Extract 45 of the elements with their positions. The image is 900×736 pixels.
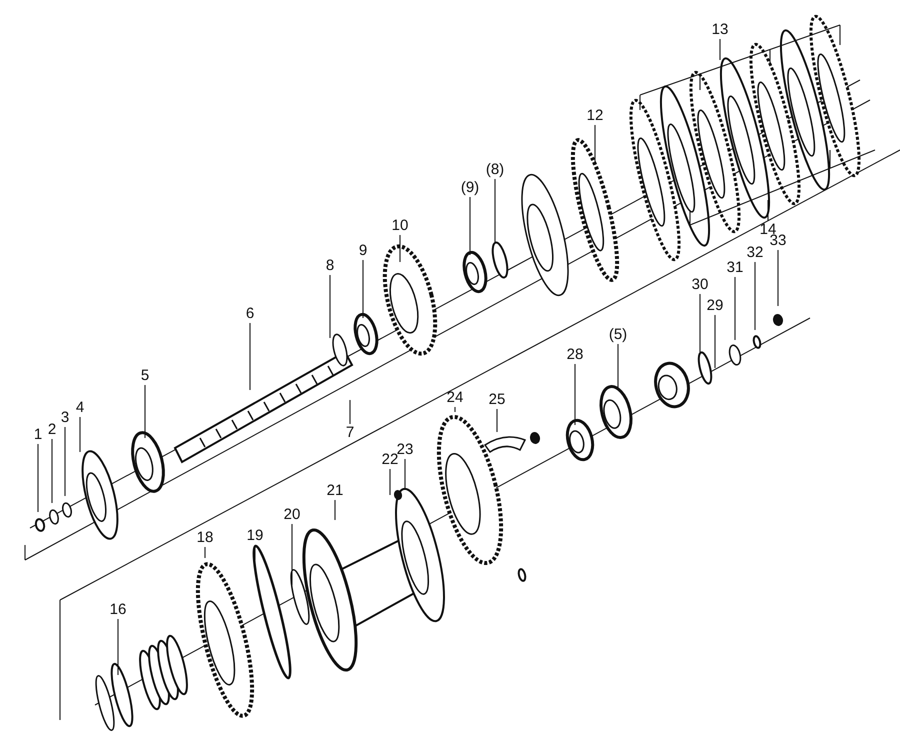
callout-number: 16 <box>110 602 126 618</box>
callout-number: (9) <box>460 180 480 196</box>
callout-number: 33 <box>770 233 786 249</box>
callout-number: 13 <box>712 22 728 38</box>
callout-number: 8 <box>326 258 334 274</box>
callout-number: 23 <box>396 442 414 458</box>
callout-number: 6 <box>246 306 254 322</box>
leader-line <box>494 178 496 244</box>
leader-line <box>334 500 336 520</box>
callout-number: 20 <box>284 507 300 523</box>
leader-line <box>754 262 756 330</box>
callout-number: (8) <box>486 162 504 178</box>
callout-number: 19 <box>246 528 264 544</box>
callout-number: 10 <box>392 218 408 234</box>
callout-number: 4 <box>76 400 84 416</box>
callout-number: 5 <box>140 368 150 384</box>
leader-line <box>254 544 256 560</box>
callout-number: 9 <box>358 243 368 259</box>
callout-number: 31 <box>726 260 744 276</box>
callout-number: 12 <box>586 108 604 124</box>
leader-line <box>454 406 456 412</box>
callout-number: 18 <box>196 530 214 546</box>
leader-line <box>404 458 406 490</box>
callout-number: 30 <box>692 277 708 293</box>
callout-number: 28 <box>566 347 584 363</box>
callout-number: (5) <box>608 327 628 343</box>
callout-number: 24 <box>446 390 464 406</box>
leader-line <box>594 124 596 166</box>
leader-line <box>734 276 736 340</box>
callout-number: 32 <box>746 245 764 261</box>
leader-line <box>64 426 66 496</box>
leader-line <box>714 314 716 368</box>
callout-number: 3 <box>60 410 70 426</box>
leader-line <box>496 408 498 432</box>
callout-number: 29 <box>706 298 724 314</box>
leader-line <box>144 384 146 438</box>
leader-line <box>362 260 364 318</box>
callout-number: 21 <box>326 483 344 499</box>
leader-line <box>204 546 206 558</box>
callout-number: 2 <box>48 422 56 438</box>
leader-line <box>574 364 576 426</box>
callout-number: 7 <box>346 425 354 441</box>
callout-number: 1 <box>34 427 42 443</box>
callout-number: 25 <box>488 392 506 408</box>
callout-number: 22 <box>382 452 398 468</box>
